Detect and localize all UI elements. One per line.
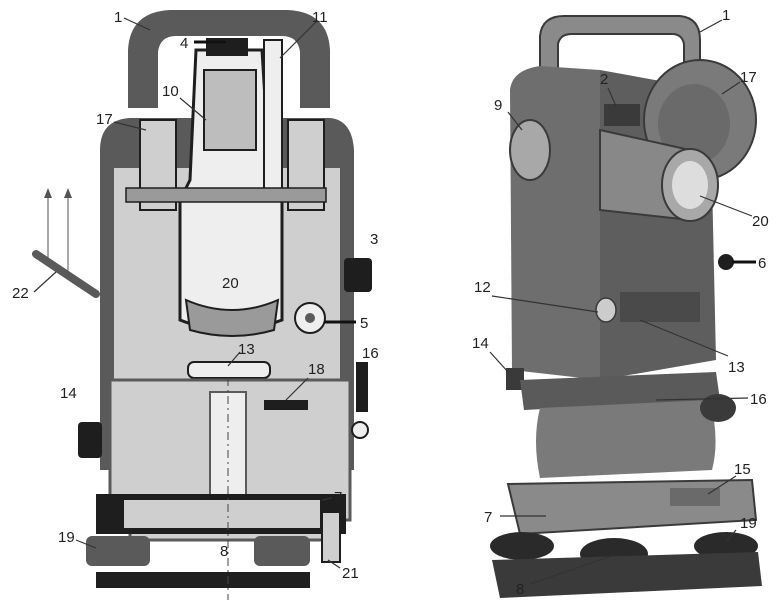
callout-label: 16 xyxy=(362,345,379,362)
callout-label: 19 xyxy=(740,515,757,532)
photo-circle-drum-face xyxy=(658,84,730,164)
callout-label: 7 xyxy=(484,509,492,526)
leader-line xyxy=(699,195,753,217)
callout-label: 1 xyxy=(114,9,122,26)
section-objective-lens xyxy=(184,298,280,337)
callout-label: 6 xyxy=(758,255,766,272)
leader-line xyxy=(491,295,599,313)
leader-line xyxy=(179,97,207,121)
photo-view xyxy=(490,15,762,598)
leader-line xyxy=(33,271,57,293)
callout-label: 1 xyxy=(722,7,730,24)
callout-label: 12 xyxy=(474,279,491,296)
leader-line xyxy=(699,19,723,33)
photo-knob-9 xyxy=(509,119,551,181)
callout-label: 3 xyxy=(370,231,378,248)
callout-label: 2 xyxy=(600,71,608,88)
photo-standard-body xyxy=(510,66,600,380)
leader-line xyxy=(725,529,737,543)
callout-label: 11 xyxy=(312,9,328,26)
callout-label: 22 xyxy=(12,285,29,302)
leader-line xyxy=(75,539,97,549)
leader-line xyxy=(489,351,509,373)
callout-label: 21 xyxy=(342,565,359,582)
photo-clamp-14 xyxy=(506,368,524,390)
callout-label: 19 xyxy=(58,529,75,546)
leader-line xyxy=(529,555,613,585)
leader-line xyxy=(639,319,729,357)
callout-label: 17 xyxy=(740,69,757,86)
leader-line xyxy=(607,87,617,107)
callout-label: 10 xyxy=(162,83,179,100)
section-level-vial xyxy=(187,361,271,379)
section-clamp-screw xyxy=(78,422,102,458)
section-mirror xyxy=(32,250,100,298)
leader-line xyxy=(321,497,333,501)
leader-line xyxy=(507,111,523,131)
callout-label: 14 xyxy=(60,385,77,402)
callout-label: 9 xyxy=(494,97,502,114)
cross-section-view xyxy=(32,10,372,600)
section-lever-knob xyxy=(351,421,369,439)
callout-label: 4 xyxy=(180,35,188,52)
leader-line xyxy=(327,559,341,569)
photo-base-dome xyxy=(536,400,716,478)
leader-line xyxy=(113,121,147,131)
left-labels: 1 4 11 10 17 3 22 20 5 13 16 18 14 7 19 … xyxy=(12,9,379,582)
callout-label: 13 xyxy=(238,341,255,358)
section-footscrew-right xyxy=(254,536,310,566)
photo-footscrew-left xyxy=(490,532,554,560)
callout-label: 7 xyxy=(334,489,342,506)
section-prism-block xyxy=(203,69,257,151)
section-horizontal-circle xyxy=(264,400,308,410)
callout-label: 15 xyxy=(734,461,751,478)
section-dial-hub xyxy=(305,313,315,323)
photo-clamp-16 xyxy=(700,394,736,422)
photo-alidade-base xyxy=(520,372,720,410)
callout-label: 8 xyxy=(516,581,524,598)
leader-line xyxy=(123,17,151,31)
photo-knob-6 xyxy=(718,254,734,270)
section-light-ray-arrow xyxy=(44,188,72,198)
section-side-block xyxy=(321,511,341,563)
section-handle xyxy=(128,10,330,108)
leader-line xyxy=(227,351,241,367)
callout-label: 8 xyxy=(220,543,228,560)
photo-objective-glass xyxy=(672,161,708,209)
photo-base-plate xyxy=(492,552,762,598)
leader-line xyxy=(285,377,309,401)
callout-label: 18 xyxy=(308,361,325,378)
section-micrometer-column xyxy=(263,39,283,191)
photo-tribrach-plate xyxy=(670,488,720,506)
callout-label: 16 xyxy=(750,391,767,408)
photo-bubble-window xyxy=(620,292,700,322)
callout-label: 13 xyxy=(728,359,745,376)
callout-label: 5 xyxy=(360,315,368,332)
callout-label: 17 xyxy=(96,111,113,128)
right-labels: 1 2 9 17 20 6 12 13 14 16 15 7 19 8 xyxy=(472,7,769,598)
photo-knob-12 xyxy=(595,297,617,323)
section-lever xyxy=(356,362,368,412)
section-focus-knob xyxy=(344,258,372,292)
section-tribrach-inner xyxy=(124,500,320,528)
leader-line xyxy=(721,81,741,95)
leader-line xyxy=(707,475,737,495)
section-footscrew xyxy=(86,536,150,566)
callout-label: 20 xyxy=(752,213,769,230)
callout-label: 14 xyxy=(472,335,489,352)
section-cross-plate xyxy=(125,187,327,203)
leader-line xyxy=(279,21,317,59)
section-base-plate xyxy=(96,572,310,588)
photo-eyepiece xyxy=(604,104,640,126)
callout-label: 20 xyxy=(222,275,239,292)
leader-line xyxy=(655,397,749,401)
